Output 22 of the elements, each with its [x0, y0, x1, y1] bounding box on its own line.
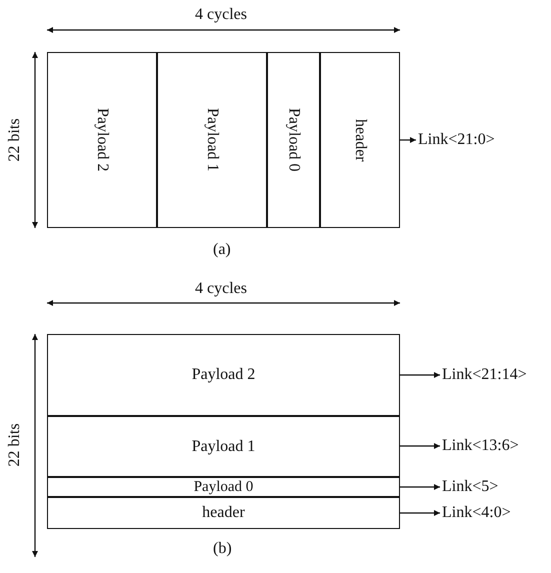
dimension-label: 4 cycles	[195, 6, 247, 24]
signal-label: Link<4:0>	[442, 504, 511, 522]
field-block: Payload 0	[267, 52, 320, 228]
signal-label: Link<21:0>	[418, 131, 495, 149]
arrow	[400, 137, 416, 143]
signal-label: Link<5>	[442, 478, 498, 496]
arrow	[400, 443, 440, 449]
field-block: Payload 1	[157, 52, 267, 228]
arrow	[400, 510, 440, 516]
field-block: Payload 2	[47, 334, 400, 416]
dimension-label: 4 cycles	[195, 280, 247, 298]
arrow	[400, 484, 440, 490]
field-block: header	[320, 52, 400, 228]
arrow	[400, 372, 440, 378]
panel-label: (a)	[213, 241, 231, 259]
signal-label: Link<21:14>	[442, 366, 527, 384]
field-block: Payload 2	[47, 52, 157, 228]
field-block: Payload 0	[47, 477, 400, 497]
signal-label: Link<13:6>	[442, 437, 519, 455]
field-block: Payload 1	[47, 416, 400, 477]
panel-label: (b)	[213, 540, 232, 558]
field-block: header	[47, 497, 400, 529]
